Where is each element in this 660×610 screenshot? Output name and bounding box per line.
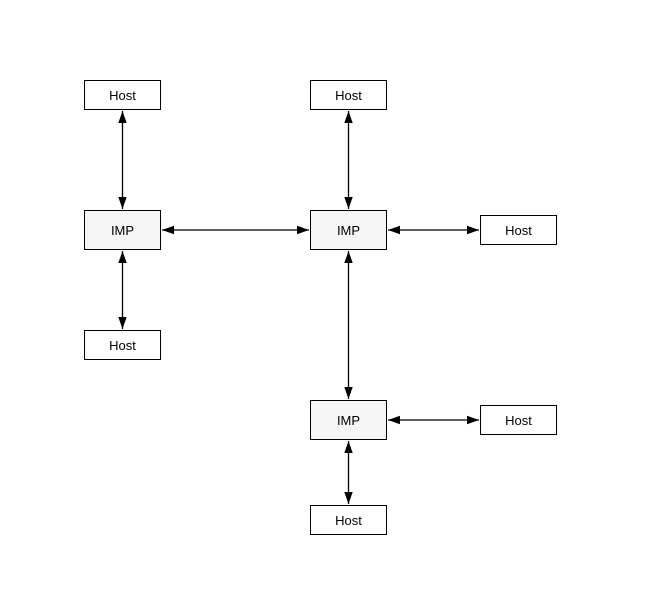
node-host-top-left: Host xyxy=(84,80,161,110)
node-imp-bottom: IMP xyxy=(310,400,387,440)
node-label: Host xyxy=(505,222,532,238)
node-label: Host xyxy=(109,337,136,353)
node-imp-center: IMP xyxy=(310,210,387,250)
node-host-right-middle: Host xyxy=(480,215,557,245)
node-host-top-center: Host xyxy=(310,80,387,110)
node-label: Host xyxy=(335,87,362,103)
node-host-right-bottom: Host xyxy=(480,405,557,435)
node-label: IMP xyxy=(336,222,361,238)
node-label: IMP xyxy=(336,412,361,428)
node-host-bottom-left: Host xyxy=(84,330,161,360)
node-imp-left: IMP xyxy=(84,210,161,250)
edge-group xyxy=(118,111,479,504)
node-label: Host xyxy=(505,412,532,428)
node-host-bottom: Host xyxy=(310,505,387,535)
node-label: IMP xyxy=(110,222,135,238)
node-label: Host xyxy=(109,87,136,103)
node-label: Host xyxy=(335,512,362,528)
